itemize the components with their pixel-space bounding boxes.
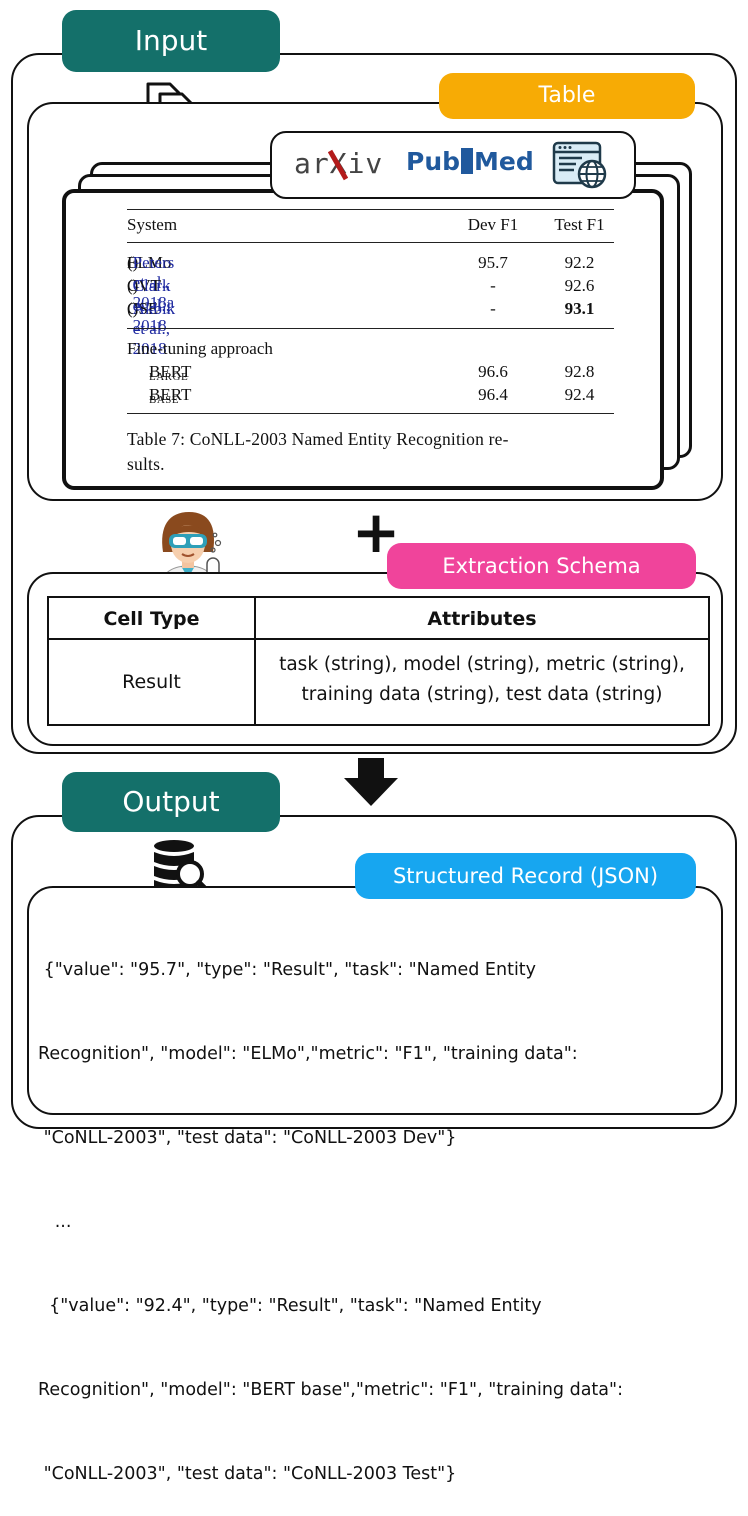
table-group-label-row: Fine-tuning approach: [127, 339, 614, 361]
schema-header-attributes: Attributes: [427, 608, 537, 630]
record-badge: Structured Record (JSON): [355, 853, 696, 899]
row-test: 92.6: [564, 276, 595, 295]
row-dev: 96.4: [478, 385, 508, 404]
row-dev: 96.6: [478, 362, 508, 381]
schema-badge: Extraction Schema: [387, 543, 696, 589]
header-test-f1: Test F1: [554, 215, 605, 234]
json-line: ...: [38, 1212, 72, 1232]
row-citation: Clark et al., 2018: [132, 276, 171, 335]
schema-header-cell-type: Cell Type: [103, 608, 200, 630]
input-label-text: Input: [134, 24, 208, 57]
table-row: CSE (Akbik et al., 2018) - 93.1: [127, 299, 614, 358]
table-row: CVT (Clark et al., 2018) - 92.6: [127, 276, 614, 335]
json-record-frame: [27, 886, 723, 1115]
row-test: 92.8: [564, 362, 595, 381]
bert-size: LARGE: [149, 371, 189, 383]
bert-size: BASE: [149, 394, 180, 406]
row-test: 92.2: [564, 253, 595, 272]
row-system: ELMo: [127, 253, 172, 272]
table-caption: Table 7: CoNLL-2003 Named Entity Recogni…: [127, 427, 614, 477]
table-header-rule: [127, 242, 614, 243]
header-system: System: [127, 215, 178, 234]
table-badge-text: Table: [538, 83, 596, 108]
row-test: 92.4: [564, 385, 595, 404]
pubmed-logo: Pub Med: [406, 147, 534, 176]
schema-cell-type-value: Result: [122, 671, 181, 693]
output-label-text: Output: [122, 785, 220, 818]
bert-name: BERT: [149, 385, 192, 404]
table-top-rule: [127, 209, 614, 210]
table-header-row: System Dev F1 Test F1: [127, 215, 614, 237]
schema-badge-text: Extraction Schema: [442, 554, 641, 578]
row-citation: Peters et al., 2018a: [132, 253, 175, 312]
input-label: Input: [62, 10, 280, 72]
caption-line-1: Table 7: CoNLL-2003 Named Entity Recogni…: [127, 429, 509, 449]
table-mid-rule: [127, 328, 614, 329]
web-globe-icon: [552, 141, 607, 189]
row-dev: 95.7: [478, 253, 508, 272]
json-line: Recognition", "model": "BERT base","metr…: [38, 1380, 623, 1400]
output-label: Output: [62, 772, 280, 832]
json-line: Recognition", "model": "ELMo","metric": …: [38, 1044, 578, 1064]
json-line: {"value": "95.7", "type": "Result", "tas…: [38, 960, 537, 980]
pubmed-logo-right: Med: [474, 147, 534, 176]
row-system: CSE: [127, 299, 159, 318]
row-dev: -: [490, 276, 496, 295]
header-dev-f1: Dev F1: [467, 215, 519, 234]
arxiv-x-mark: [328, 149, 348, 181]
attributes-line-2: training data (string), test data (strin…: [301, 684, 663, 705]
paper-card-front: [62, 189, 664, 490]
json-record-text: {"value": "95.7", "type": "Result", "tas…: [38, 900, 623, 1516]
down-arrow-icon: [344, 758, 398, 806]
caption-line-2: sults.: [127, 454, 165, 474]
attributes-line-1: task (string), model (string), metric (s…: [279, 654, 685, 675]
row-system: CVT: [127, 276, 161, 295]
json-line: "CoNLL-2003", "test data": "CoNLL-2003 T…: [38, 1464, 457, 1484]
schema-table: Cell Type Attributes Result task (string…: [47, 596, 710, 726]
pubmed-logo-left: Pub: [406, 147, 461, 176]
record-badge-text: Structured Record (JSON): [392, 864, 659, 888]
schema-attributes-value: task (string), model (string), metric (s…: [256, 650, 708, 710]
group-label: Fine-tuning approach: [127, 339, 273, 358]
bert-name: BERT: [149, 362, 192, 381]
row-dev: -: [490, 299, 496, 318]
row-test-bold: 93.1: [564, 299, 595, 318]
table-row: ELMo (Peters et al., 2018a) 95.7 92.2: [127, 253, 614, 312]
table-bottom-rule: [127, 413, 614, 414]
json-line: "CoNLL-2003", "test data": "CoNLL-2003 D…: [38, 1128, 457, 1148]
json-line: {"value": "92.4", "type": "Result", "tas…: [38, 1296, 542, 1316]
table-badge: Table: [439, 73, 695, 119]
